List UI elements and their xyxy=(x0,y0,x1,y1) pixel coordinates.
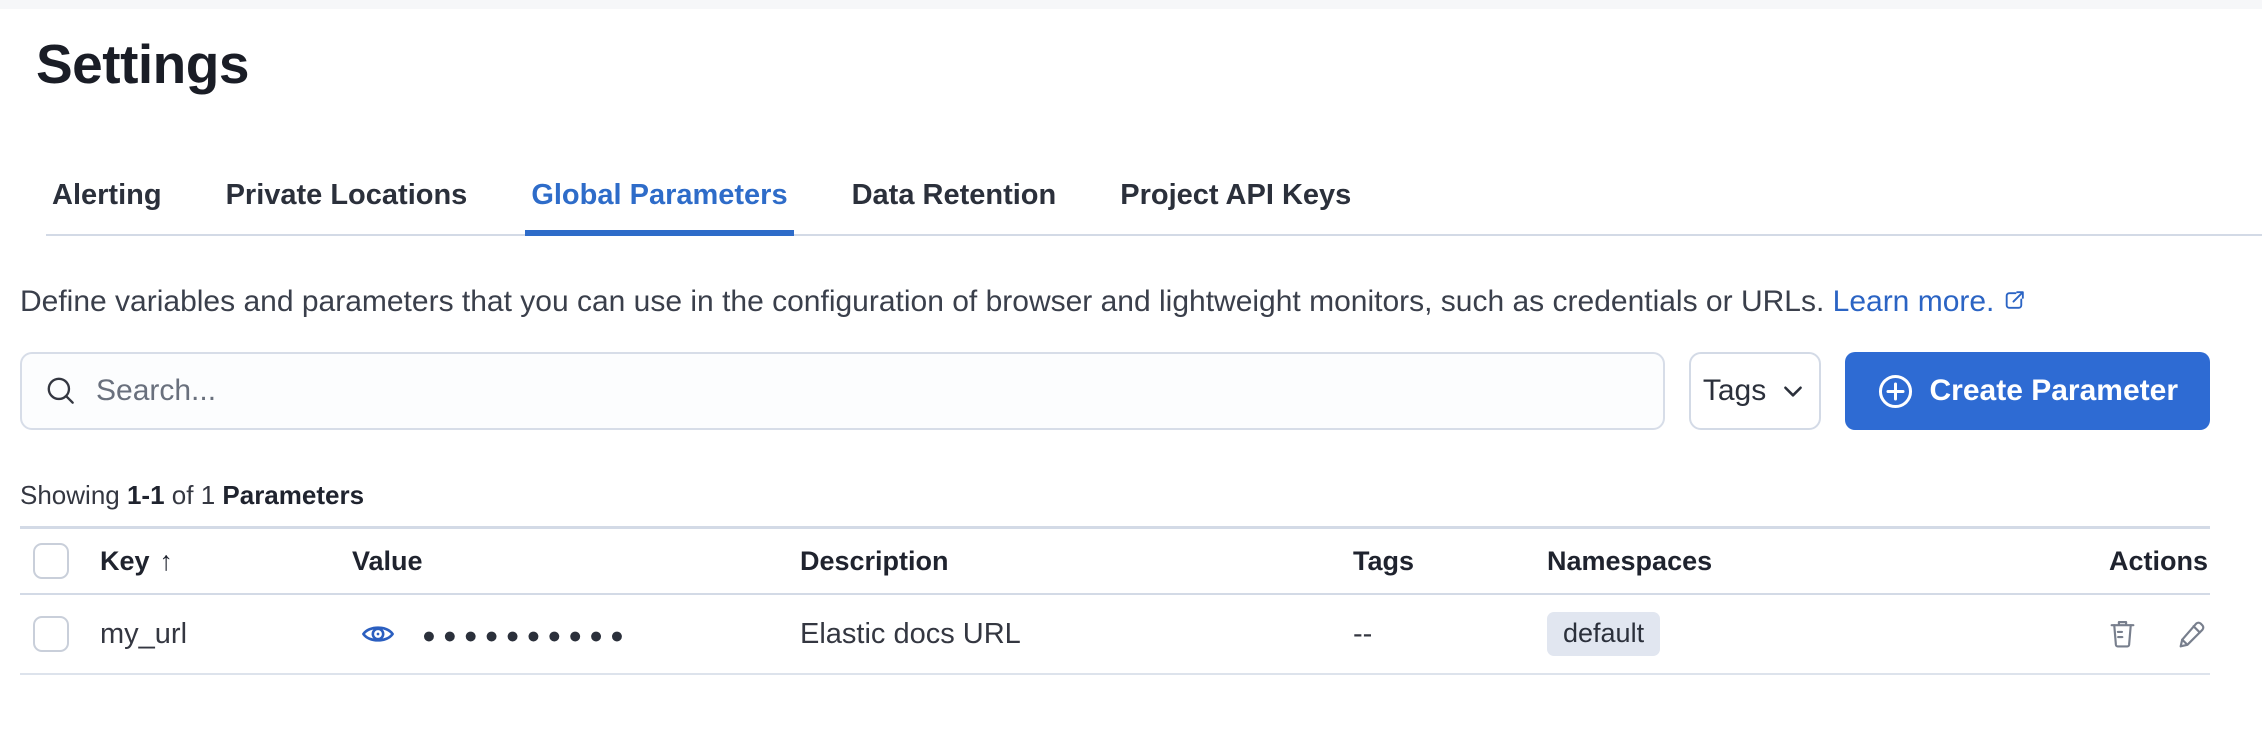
column-header-value: Value xyxy=(352,545,423,576)
tags-filter-label: Tags xyxy=(1702,374,1767,407)
edit-parameter-button[interactable] xyxy=(2175,618,2208,651)
delete-parameter-button[interactable] xyxy=(2106,618,2139,651)
parameter-namespaces: default xyxy=(1547,611,1877,657)
external-link-icon xyxy=(2002,278,2027,330)
settings-tabs: Alerting Private Locations Global Parame… xyxy=(46,178,2262,236)
trash-icon xyxy=(2106,618,2139,651)
select-all-cell xyxy=(20,543,100,579)
parameters-table: Key↑ Value Description Tags Namespaces A… xyxy=(20,526,2210,675)
masked-value: ●●●●●●●●●● xyxy=(422,621,631,648)
row-select-cell xyxy=(20,616,100,652)
reveal-value-button[interactable] xyxy=(360,616,396,652)
parameters-toolbar: Tags Create Parameter xyxy=(20,352,2210,430)
column-header-namespaces: Namespaces xyxy=(1547,545,1713,576)
column-header-description: Description xyxy=(800,545,949,576)
search-box[interactable] xyxy=(20,352,1665,430)
search-icon xyxy=(44,374,78,408)
table-row: my_url ●●●●●●●●●● Elastic docs URL -- de xyxy=(20,595,2210,675)
settings-page: Settings Alerting Private Locations Glob… xyxy=(0,31,2262,675)
tab-alerting[interactable]: Alerting xyxy=(52,179,162,211)
table-header-row: Key↑ Value Description Tags Namespaces A… xyxy=(20,529,2210,595)
tab-data-retention[interactable]: Data Retention xyxy=(851,179,1057,211)
tab-project-api-keys[interactable]: Project API Keys xyxy=(1120,179,1352,211)
top-edge-strip xyxy=(0,0,2262,9)
search-input[interactable] xyxy=(96,374,1643,408)
parameter-tags: -- xyxy=(1353,617,1373,650)
row-checkbox[interactable] xyxy=(33,616,69,652)
column-header-key[interactable]: Key↑ xyxy=(100,545,174,576)
eye-icon xyxy=(360,616,396,652)
parameter-value-cell: ●●●●●●●●●● xyxy=(352,616,800,652)
parameter-description: Elastic docs URL xyxy=(800,617,1021,650)
tab-private-locations[interactable]: Private Locations xyxy=(225,179,468,211)
results-entity: Parameters xyxy=(222,480,365,510)
parameter-key: my_url xyxy=(100,617,188,650)
results-range: 1-1 xyxy=(126,480,165,510)
tab-global-parameters[interactable]: Global Parameters xyxy=(525,178,794,236)
page-title: Settings xyxy=(36,33,249,95)
description-text: Define variables and parameters that you… xyxy=(20,285,1825,318)
tab-description: Define variables and parameters that you… xyxy=(20,276,2210,330)
sort-ascending-icon: ↑ xyxy=(159,545,174,576)
column-header-tags: Tags xyxy=(1353,545,1415,576)
create-parameter-button[interactable]: Create Parameter xyxy=(1844,352,2210,430)
learn-more-link[interactable]: Learn more. xyxy=(1833,285,2028,318)
select-all-checkbox[interactable] xyxy=(33,543,69,579)
results-summary: Showing 1-1 of 1 Parameters xyxy=(20,480,365,510)
pencil-icon xyxy=(2175,618,2208,651)
tags-filter-button[interactable]: Tags xyxy=(1688,352,1821,430)
chevron-down-icon xyxy=(1780,378,1806,404)
row-actions xyxy=(1877,618,2210,651)
create-parameter-label: Create Parameter xyxy=(1929,374,2178,407)
plus-in-circle-icon xyxy=(1877,373,1914,410)
namespace-badge: default xyxy=(1547,611,1661,657)
column-header-actions: Actions xyxy=(2108,545,2208,576)
